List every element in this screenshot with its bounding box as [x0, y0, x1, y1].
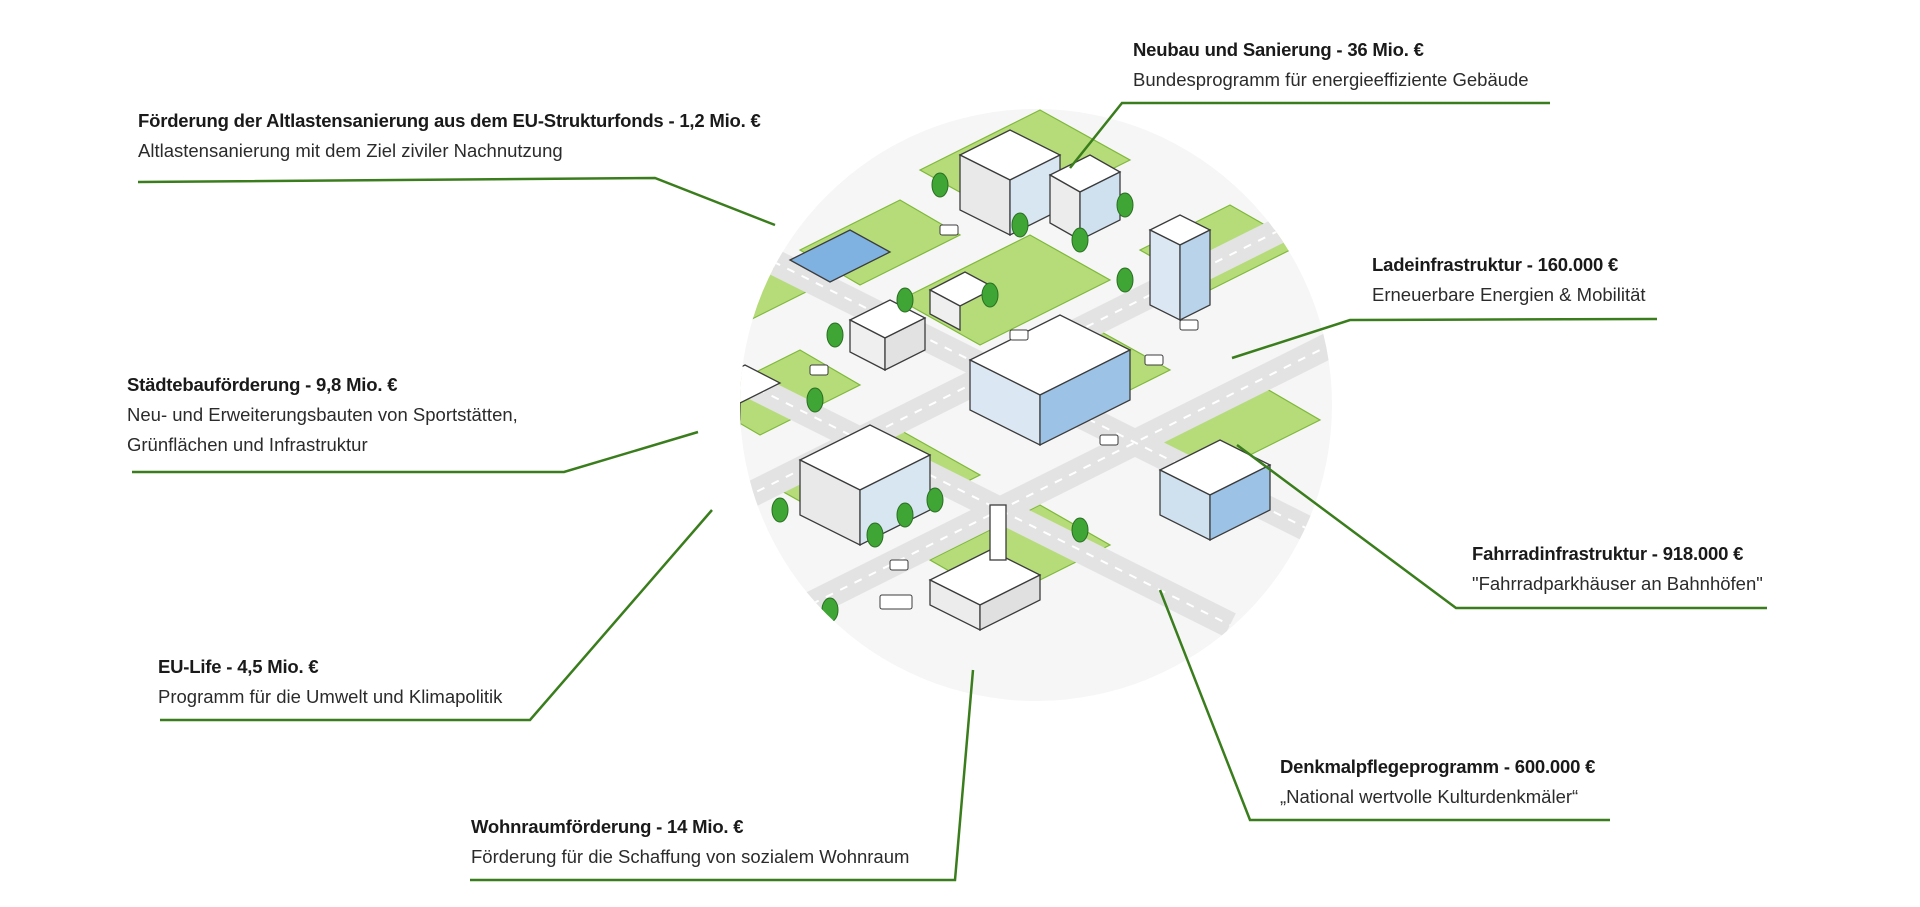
- leader-line-fahrrad: [1236, 443, 1767, 610]
- leader-lines: [132, 101, 1767, 882]
- callout-title: Förderung der Altlastensanierung aus dem…: [138, 110, 761, 131]
- leader-line-neubau: [1069, 101, 1550, 169]
- callout-title: Fahrradinfrastruktur - 918.000 €: [1472, 543, 1744, 564]
- callout-denkmal: Denkmalpflegeprogramm - 600.000 € „Natio…: [1280, 752, 1595, 812]
- callout-subtitle: „National wertvolle Kulturdenkmäler“: [1280, 786, 1579, 807]
- callout-ladeinfrastruktur: Ladeinfrastruktur - 160.000 € Erneuerbar…: [1372, 250, 1646, 310]
- callout-staedtebau: Städtebauförderung - 9,8 Mio. € Neu- und…: [127, 370, 518, 460]
- callout-title: Denkmalpflegeprogramm - 600.000 €: [1280, 756, 1596, 777]
- callout-fahrrad: Fahrradinfrastruktur - 918.000 € "Fahrra…: [1472, 539, 1763, 599]
- callout-title: Wohnraumförderung - 14 Mio. €: [471, 816, 744, 837]
- leader-line-wohnraum: [470, 669, 975, 882]
- callout-subtitle: Förderung für die Schaffung von sozialem…: [471, 846, 910, 867]
- leader-line-denkmal: [1158, 589, 1610, 822]
- callout-subtitle: Neu- und Erweiterungsbauten von Sportstä…: [127, 404, 518, 425]
- leader-line-eulife: [160, 509, 713, 722]
- callout-title: Neubau und Sanierung - 36 Mio. €: [1133, 39, 1424, 60]
- isometric-city-illustration: [740, 109, 1332, 701]
- callout-altlasten: Förderung der Altlastensanierung aus dem…: [138, 106, 761, 166]
- callout-eulife: EU-Life - 4,5 Mio. € Programm für die Um…: [158, 652, 502, 712]
- callout-subtitle: "Fahrradparkhäuser an Bahnhöfen": [1472, 573, 1763, 594]
- callout-title: Ladeinfrastruktur - 160.000 €: [1372, 254, 1619, 275]
- callout-title: Städtebauförderung - 9,8 Mio. €: [127, 374, 398, 395]
- leader-line-altlasten: [137, 176, 776, 227]
- leader-line-ladeinfrastruktur: [1231, 317, 1658, 360]
- callout-wohnraum: Wohnraumförderung - 14 Mio. € Förderung …: [471, 812, 909, 872]
- callout-subtitle: Erneuerbare Energien & Mobilität: [1372, 284, 1646, 305]
- callout-title: EU-Life - 4,5 Mio. €: [158, 656, 319, 677]
- callout-subtitle: Altlastensanierung mit dem Ziel ziviler …: [138, 140, 563, 161]
- callout-subtitle: Programm für die Umwelt und Klimapolitik: [158, 686, 503, 707]
- callout-subtitle: Bundesprogramm für energieeffiziente Geb…: [1133, 69, 1529, 90]
- callout-subtitle-line2: Grünflächen und Infrastruktur: [127, 434, 368, 455]
- callout-neubau: Neubau und Sanierung - 36 Mio. € Bundesp…: [1133, 35, 1529, 95]
- leader-line-staedtebau: [132, 430, 699, 474]
